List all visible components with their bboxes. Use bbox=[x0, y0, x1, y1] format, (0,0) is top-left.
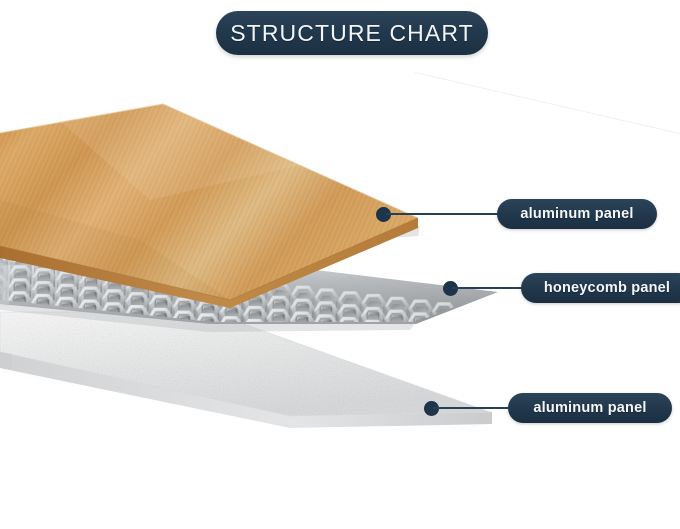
background-diagonal-line bbox=[414, 72, 680, 141]
callout-leader-line-bottom-panel bbox=[433, 407, 511, 409]
callout-leader-line-top-panel bbox=[386, 213, 500, 215]
callout-label-text: aluminum panel bbox=[533, 400, 647, 416]
callout-anchor-dot-top-panel bbox=[376, 207, 391, 222]
callout-label-top-aluminum-panel[interactable]: aluminum panel bbox=[497, 199, 657, 229]
layer-top-aluminum-panel bbox=[0, 103, 420, 308]
callout-anchor-dot-bottom-panel bbox=[424, 401, 439, 416]
callout-label-text: aluminum panel bbox=[520, 206, 634, 222]
layer-honeycomb-core bbox=[0, 252, 498, 332]
page-title: STRUCTURE CHART bbox=[230, 19, 474, 46]
callout-label-honeycomb-panel[interactable]: honeycomb panel bbox=[521, 273, 680, 303]
callout-anchor-dot-honeycomb bbox=[443, 281, 458, 296]
callout-leader-line-honeycomb bbox=[452, 287, 526, 289]
layer-bottom-aluminum-panel bbox=[0, 311, 492, 428]
callout-label-text: honeycomb panel bbox=[543, 280, 671, 296]
callout-label-bottom-aluminum-panel[interactable]: aluminum panel bbox=[508, 393, 672, 423]
page-title-pill: STRUCTURE CHART bbox=[216, 11, 488, 55]
